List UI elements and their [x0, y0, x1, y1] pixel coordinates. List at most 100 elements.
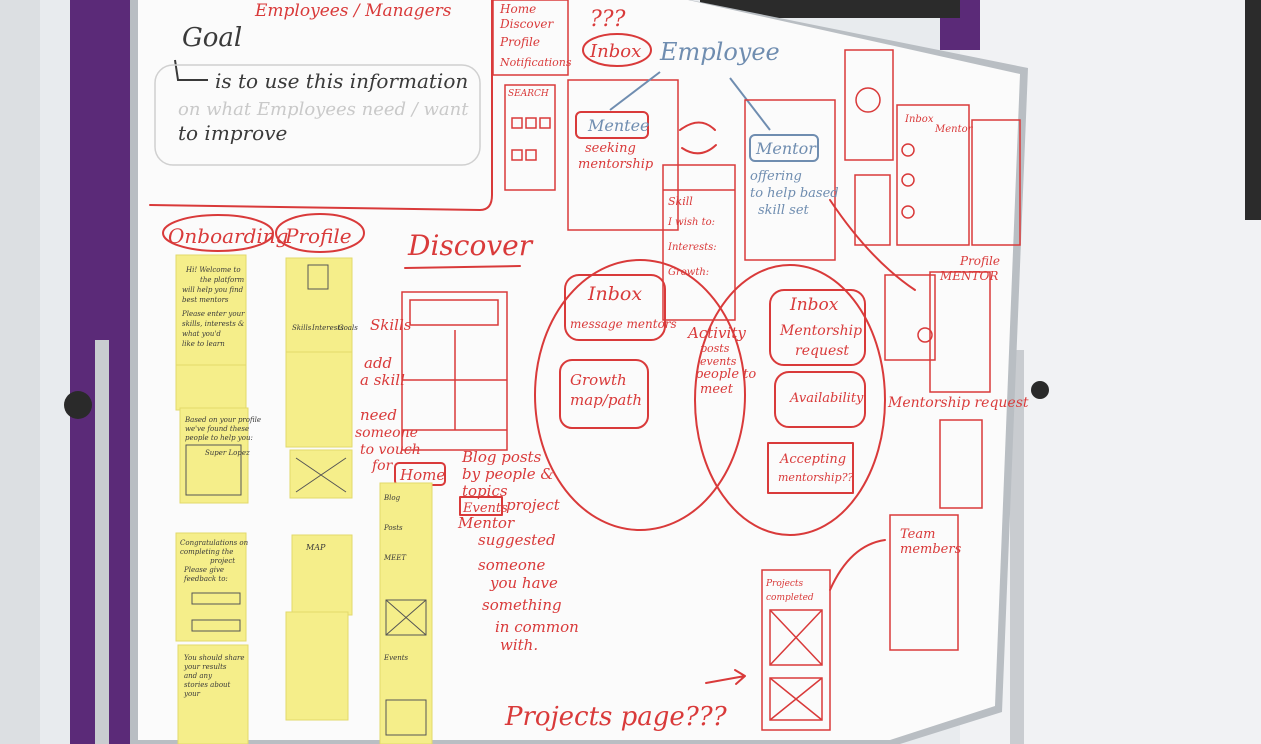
- events-label: Events: [462, 501, 508, 516]
- activity-events: events: [700, 355, 737, 368]
- feed-image-x: [385, 599, 427, 636]
- inbox-mentor-card: [896, 104, 970, 246]
- goal-line-2: on what Employees need / want: [178, 99, 469, 120]
- sticky-input-sketch: [191, 619, 241, 632]
- vouch-note: to vouch: [360, 442, 421, 458]
- sticky-onb3-line-3: project: [210, 557, 235, 565]
- skill-interests: Interests:: [667, 242, 717, 253]
- project-label: project: [506, 496, 561, 514]
- stand-knob-right: [1031, 381, 1049, 399]
- sticky-home-feed: [379, 482, 433, 744]
- feed-image-sketch: [385, 599, 427, 636]
- sticky-onb4-line-4: stories about: [184, 681, 231, 689]
- mentor-suggested-6: in common: [495, 618, 579, 636]
- discover-search-bar: [409, 299, 499, 326]
- mentor-sub-2: to help based: [750, 186, 839, 201]
- list-dot: [901, 143, 915, 157]
- stand-pole-right: [1010, 350, 1024, 744]
- activity-posts: posts: [700, 342, 730, 355]
- phone-wireframe-2: [971, 119, 1021, 246]
- onboarding-label: Onboarding: [168, 224, 289, 248]
- for-note: for: [371, 458, 394, 474]
- inbox-left-label: Inbox: [587, 283, 642, 305]
- mentor-suggested-2: suggested: [478, 531, 556, 549]
- sticky-onb3-line-1: Congratulations on: [180, 539, 249, 547]
- sticky-onb4-line-3: and any: [184, 672, 213, 680]
- team-members-1: Team: [900, 527, 935, 542]
- profile-circle: [275, 213, 365, 253]
- top-left-heading: Employees / Managers: [254, 1, 452, 21]
- goal-line-3: to improve: [178, 121, 287, 145]
- goal-frame: [149, 0, 493, 211]
- profile-mentor-card: [929, 271, 991, 393]
- sticky-onb3-line-5: feedback to:: [183, 575, 228, 583]
- sticky-onb1-line-3: will help you find: [182, 286, 244, 294]
- sticky-onb3-line-2: completing the: [180, 548, 233, 556]
- inbox-left-box: [564, 274, 666, 341]
- sticky-onb2-line-2: we've found these: [185, 425, 249, 433]
- projects-completed-1: Projects: [765, 579, 804, 589]
- blog-note-2: by people &: [462, 465, 554, 483]
- sticky-onb1-line-8: like to learn: [182, 340, 225, 348]
- profile-interests: Interests: [311, 324, 344, 332]
- board-surface: [138, 0, 1020, 740]
- nav-profile: Profile: [499, 35, 540, 49]
- mentor-suggested-3: someone: [478, 556, 546, 574]
- growth-box: [559, 359, 649, 429]
- mentor-to-request-arrow: [829, 199, 916, 291]
- nav-home: Home: [499, 2, 536, 16]
- feed-image-sketch: [385, 699, 427, 736]
- list-dot: [901, 173, 915, 187]
- employee-to-mentee-arrow: [609, 71, 661, 111]
- sticky-onb1-line-5: Please enter your: [181, 310, 245, 318]
- blog-note-1: Blog posts: [461, 448, 542, 466]
- search-tile: [525, 149, 537, 161]
- profile-mentor-1: Profile: [959, 254, 1000, 268]
- projects-completed-2: completed: [766, 593, 814, 603]
- sticky-onb4-line-5: your: [183, 690, 201, 698]
- sticky-onb2-line-3: people to help you:: [185, 434, 253, 442]
- projects-page-arrow: [705, 669, 746, 685]
- projects-to-team-arrow: [829, 539, 886, 591]
- inbox-right-label: Inbox: [789, 295, 839, 315]
- events-box: [459, 496, 503, 516]
- search-tile: [539, 117, 551, 129]
- mentor-suggested-7: with.: [500, 636, 538, 654]
- home-label: Home: [399, 466, 445, 484]
- search-wireframe: [504, 84, 556, 191]
- search-label: SEARCH: [508, 89, 549, 99]
- inbox-mentor-mentor: Mentor: [934, 124, 974, 135]
- mentor-label: Mentor: [755, 139, 817, 158]
- avatar-sketch: [307, 264, 329, 290]
- venn-right: [694, 264, 886, 536]
- sticky-onboarding-2: [179, 407, 249, 504]
- question-marks: ???: [590, 7, 626, 32]
- skills-note: Skills: [370, 316, 412, 334]
- project-image-placeholder: [769, 677, 823, 721]
- profile-goals: Goals: [338, 324, 358, 332]
- profile-skills: Skills: [292, 324, 312, 332]
- swap-arrow-top: [679, 121, 716, 131]
- stand-knob-left: [64, 391, 92, 419]
- message-mentors: message mentors: [570, 317, 677, 331]
- goal-faint-box: [154, 64, 481, 166]
- sticky-image-x: [295, 457, 347, 493]
- mentor-suggested-1: Mentor: [457, 514, 515, 532]
- inbox-mentor-inbox: Inbox: [904, 114, 934, 125]
- a-skill-note: a skill: [360, 371, 405, 389]
- someone-note: someone: [355, 425, 418, 441]
- sticky-onb2-line-4: Super Lopez: [205, 449, 250, 457]
- accepting-2: mentorship??: [778, 471, 854, 484]
- profile-label: Profile: [284, 224, 352, 248]
- list-dot: [901, 205, 915, 219]
- availability-box: [774, 371, 866, 428]
- goal-line-1: is to use this information: [215, 69, 468, 93]
- sticky-onboarding-1: [175, 254, 247, 366]
- mentee-sub-1: seeking: [585, 141, 636, 156]
- skill-card: [662, 164, 736, 321]
- search-tile: [511, 149, 523, 161]
- sticky-profile-3: [289, 449, 353, 499]
- mentor-box: [749, 134, 819, 162]
- skill-growth: Growth:: [668, 267, 709, 278]
- growth-line-2: map/path: [570, 391, 642, 409]
